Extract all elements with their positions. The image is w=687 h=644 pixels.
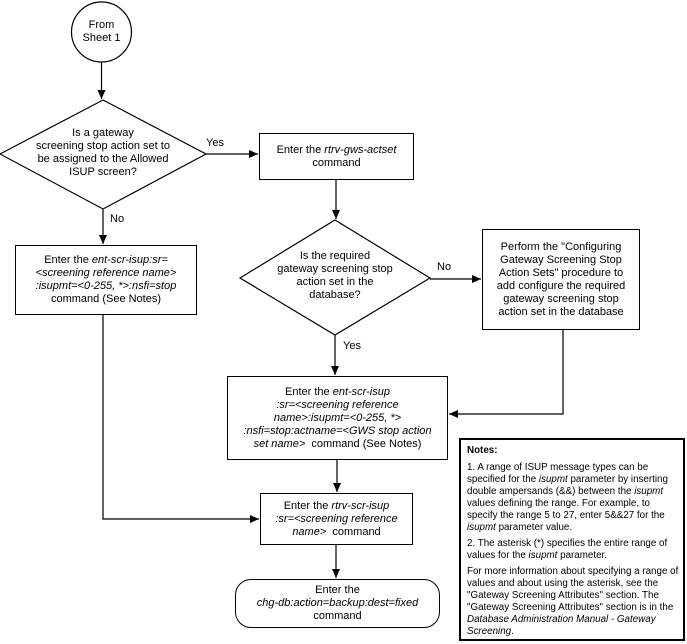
note3-line1: For more information about specifying a …	[467, 566, 679, 577]
rtrv-gws-actset-line2: command	[312, 156, 361, 169]
text-segment: Enter the	[44, 254, 92, 266]
start-line2: Sheet 1	[82, 32, 121, 44]
text-segment: Enter the	[276, 143, 325, 156]
perform-line5: gateway screening stop	[503, 292, 619, 305]
perform-line2: Gateway Screening Stop	[500, 253, 622, 266]
note1-line6: isupmt parameter value.	[467, 522, 677, 534]
command-text: rtrv-gws-actset	[324, 143, 397, 156]
edge-label-no-1: No	[110, 213, 125, 225]
process-rtrv-scr-isup: Enter the rtrv-scr-isup :sr=<screening r…	[260, 493, 413, 545]
decision-assign-line4: ISUP screen?	[69, 166, 137, 178]
decision-assign-line1: Is a gateway	[72, 127, 134, 139]
decision-indb-label: Is the required gateway screening stop a…	[245, 250, 425, 302]
note1-line5: specify the range 5 to 27, enter 5&&27 f…	[467, 510, 665, 521]
note3-line3: "Gateway Screening Attributes" section. …	[467, 590, 659, 601]
text-segment: double ampersands (&&) between the	[467, 486, 635, 497]
chg-db-line3: command	[313, 610, 362, 622]
process-perform-configuring: Perform the "Configuring Gateway Screeni…	[482, 229, 640, 330]
connector-entscr-to-rtrvscr	[102, 315, 259, 523]
offpage-connector-from-sheet1: From Sheet 1	[71, 19, 132, 45]
param-text: isupmt	[467, 522, 496, 533]
param-text: isupmt	[538, 474, 568, 485]
text-segment: specified for the	[467, 474, 539, 485]
ent-scr-act-line5: set name> command (See Notes)	[254, 438, 422, 451]
note3-line2: values and about using the asterisk, see…	[467, 578, 659, 589]
process-ent-scr-isup-actname: Enter the ent-scr-isup :sr=<screening re…	[227, 376, 448, 460]
command-text: set name>	[253, 437, 306, 450]
decision-assign-line2: screening stop action set to	[36, 140, 170, 152]
start-line1: From	[88, 19, 115, 31]
chg-db-line1: Enter the	[315, 584, 360, 596]
text-segment: parameter.	[557, 550, 607, 561]
note1-line3: double ampersands (&&) between the isupm…	[467, 486, 677, 498]
rtrv-gws-actset-line1: Enter the rtrv-gws-actset	[277, 144, 397, 157]
command-text: ent-scr-isup	[332, 385, 390, 398]
note-2: 2. The asterisk (*) specifies the entire…	[467, 538, 677, 562]
note3-line5: Database Administration Manual - Gateway	[467, 614, 656, 625]
note1-line1: 1. A range of ISUP message types can be	[467, 462, 649, 473]
rtrv-scr-line1: Enter the rtrv-scr-isup	[284, 500, 390, 513]
perform-line6: action set in the database	[498, 305, 624, 318]
perform-line4: add configure the required	[496, 279, 626, 292]
param-text: isupmt	[528, 550, 558, 561]
ent-scr-act-line1: Enter the ent-scr-isup	[285, 386, 390, 399]
text-segment: Enter the	[283, 499, 332, 512]
ent-scr-stop-line2: <screening reference name>	[35, 267, 177, 279]
param-text: isupmt	[634, 486, 664, 497]
note3-line6: Screening.	[467, 626, 677, 638]
ent-scr-act-line4: :nsfi=stop:actname=<GWS stop action	[243, 424, 432, 437]
text-segment: .	[511, 626, 514, 637]
decision-assign-line3: be assigned to the Allowed	[37, 153, 169, 165]
note1-line4: values defining the range. For example, …	[467, 498, 650, 509]
chg-db-line2: chg-db:action=backup:dest=fixed	[256, 597, 419, 609]
ent-scr-stop-line4: command (See Notes)	[50, 293, 162, 305]
note3-line4: "Gateway Screening Attributes" section i…	[467, 602, 674, 613]
connector-perform-to-entscr	[449, 330, 564, 418]
manual-title-text: Screening	[467, 626, 512, 637]
rtrv-scr-line3: name> command	[292, 526, 380, 539]
perform-line3: Action Sets" procedure to	[498, 266, 624, 279]
note-3: For more information about specifying a …	[467, 566, 679, 638]
note2-line1: 2. The asterisk (*) specifies the entire…	[467, 538, 668, 549]
decision-assign-label: Is a gateway screening stop action set t…	[3, 127, 203, 179]
notes-panel: Notes: 1. A range of ISUP message types …	[459, 438, 685, 641]
text-segment: parameter value.	[495, 522, 573, 533]
process-rtrv-gws-actset: Enter the rtrv-gws-actset command	[259, 133, 414, 180]
rtrv-scr-line2: :sr=<screening reference	[275, 512, 398, 525]
note1-line2: specified for the isupmt parameter by in…	[467, 474, 677, 486]
text-segment: parameter by inserting	[567, 474, 668, 485]
perform-line1: Perform the "Configuring	[500, 240, 622, 253]
note2-line2: values for the isupmt parameter.	[467, 550, 677, 562]
edge-label-yes-2: Yes	[343, 340, 361, 352]
edge-label-yes-1: Yes	[206, 137, 224, 149]
command-text: rtrv-scr-isup	[331, 499, 390, 512]
notes-heading: Notes:	[467, 445, 498, 456]
decision-indb-line2: gateway screening stop	[277, 263, 393, 275]
command-text: name>	[292, 525, 327, 538]
decision-indb-line4: database?	[309, 289, 361, 301]
ent-scr-stop-line3: :isupmt=<0-255, *>:nsfi=stop	[35, 280, 177, 292]
ent-scr-act-line2: :sr=<screening reference	[276, 398, 399, 411]
decision-indb-line3: action set in the	[296, 276, 374, 288]
edge-label-no-2: No	[437, 261, 452, 273]
terminator-chg-db-backup: Enter the chg-db:action=backup:dest=fixe…	[235, 579, 440, 628]
text-segment: command (See Notes)	[305, 437, 422, 450]
decision-indb-line1: Is the required	[299, 250, 371, 262]
ent-scr-act-line3: name>:isupmt=<0-255, *>	[273, 411, 402, 424]
note-1: 1. A range of ISUP message types can be …	[467, 462, 677, 534]
text-segment: Enter the	[285, 385, 333, 398]
text-segment: values for the	[467, 550, 529, 561]
command-text: ent-scr-isup:sr=	[91, 254, 168, 266]
text-segment: command	[326, 525, 381, 538]
ent-scr-stop-line1: Enter the ent-scr-isup:sr=	[44, 254, 168, 267]
process-ent-scr-isup-nsfi-stop: Enter the ent-scr-isup:sr= <screening re…	[15, 245, 197, 315]
